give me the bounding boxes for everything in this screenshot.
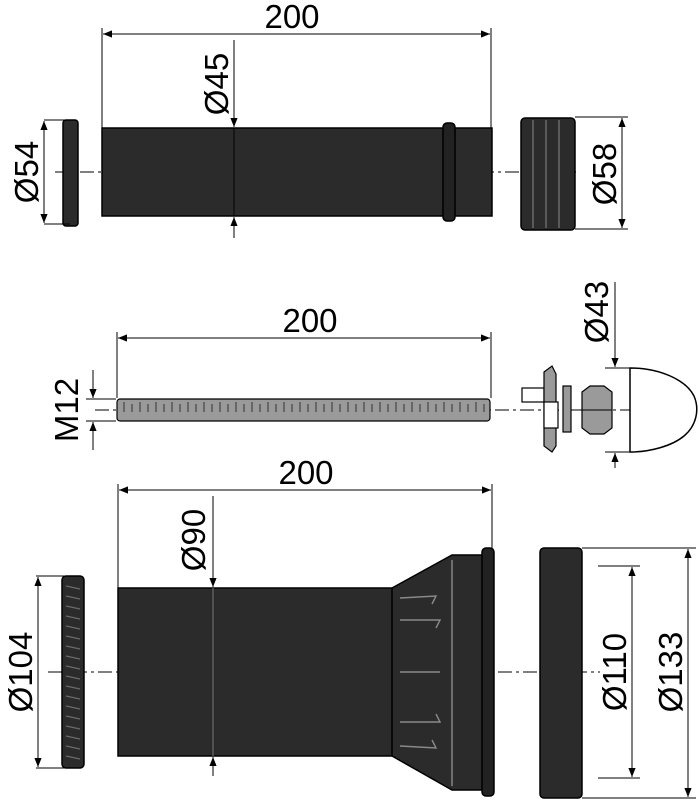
threaded-rod: [116, 398, 491, 422]
top-pipe-ring: [442, 122, 456, 222]
ring-thread-tick: [65, 705, 81, 710]
ring-thread-tick: [65, 625, 81, 630]
bottom-flared-rim: [481, 547, 495, 797]
bottom-pipe: [117, 587, 419, 757]
ring-thread-tick: [65, 745, 81, 750]
ring-thread-tick: [65, 685, 81, 690]
cover-diameter-label: Ø43: [578, 281, 615, 343]
ring-thread-tick: [65, 615, 81, 620]
rod-thread-marks: [123, 402, 485, 412]
top-assembly: Ø54 200 Ø45 Ø58: [8, 0, 628, 238]
ring-thread-tick: [65, 755, 81, 760]
sleeve-inner-diameter-label: Ø110: [596, 633, 633, 711]
pipe90-diameter-label: Ø90: [175, 509, 212, 571]
ring-thread-marks: [65, 585, 81, 760]
ring-thread-tick: [65, 665, 81, 670]
bottom-threaded-ring: [61, 575, 85, 769]
ring-thread-tick: [65, 605, 81, 610]
mid-length-label: 200: [282, 302, 337, 339]
ring-thread-tick: [65, 735, 81, 740]
top-length-label: 200: [264, 0, 319, 35]
ring-thread-tick: [65, 695, 81, 700]
ring-thread-tick: [65, 655, 81, 660]
thread-size-label: M12: [48, 378, 85, 442]
top-end-cap: [62, 119, 79, 227]
ring-thread-tick: [65, 595, 81, 600]
bottom-length-label: 200: [278, 454, 333, 491]
top-ribbed-seal: [520, 117, 576, 231]
ring-thread-tick: [65, 725, 81, 730]
flare-ribs: [399, 560, 453, 786]
bottom-sleeve: [539, 547, 583, 799]
top-pipe: [101, 127, 493, 217]
ring-thread-tick: [65, 715, 81, 720]
decorative-cap-cover: [629, 367, 698, 453]
fixing-hardware: [521, 365, 613, 453]
sleeve-outer-diameter-label: Ø133: [652, 632, 689, 713]
pipe45-diameter-label: Ø45: [198, 53, 235, 115]
ring-thread-tick: [65, 675, 81, 680]
ring-thread-tick: [65, 585, 81, 590]
ring-thread-tick: [65, 635, 81, 640]
cap-diameter-label: Ø54: [8, 141, 45, 203]
ring-diameter-label: Ø104: [2, 632, 39, 713]
middle-assembly: 200 M12 Ø43: [48, 281, 698, 468]
seal-diameter-label: Ø58: [586, 143, 623, 205]
bottom-assembly: Ø104 200 Ø90 Ø110: [2, 454, 696, 799]
ring-thread-tick: [65, 645, 81, 650]
